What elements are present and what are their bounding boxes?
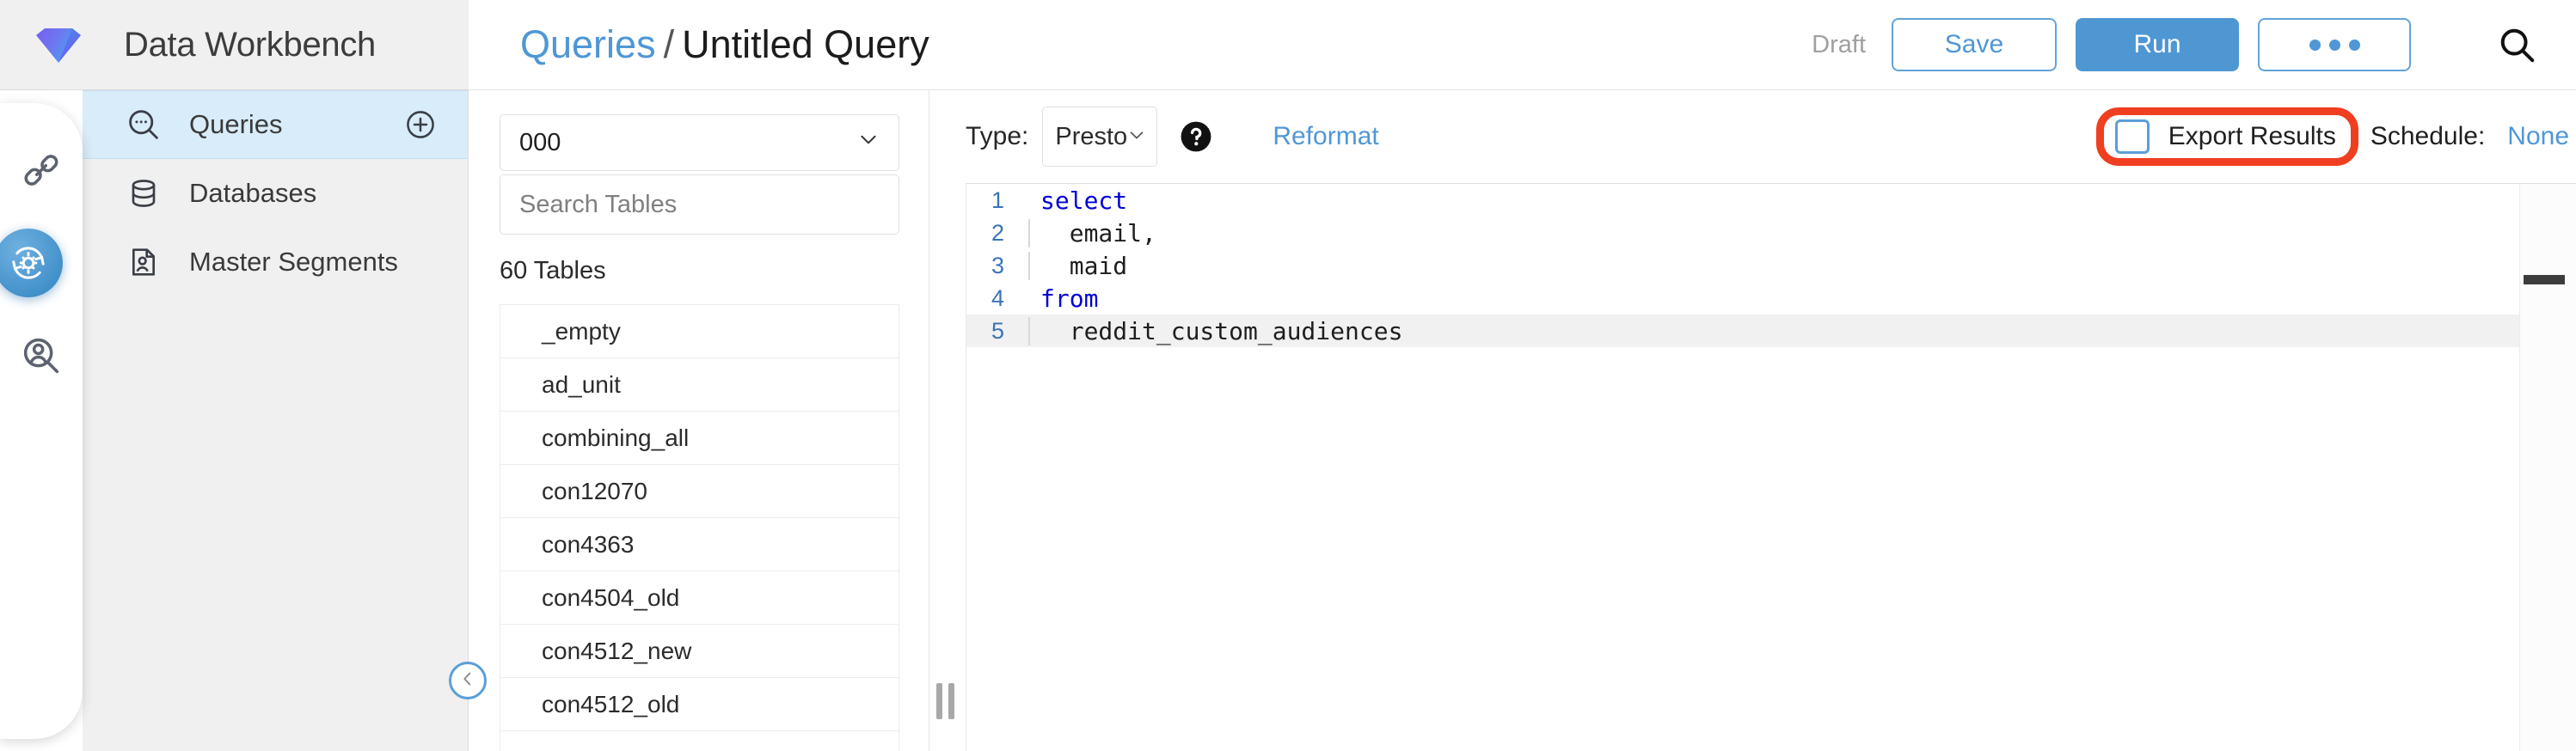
list-item[interactable]: _empty xyxy=(500,304,899,357)
minimap-marker xyxy=(2524,275,2565,284)
run-button[interactable]: Run xyxy=(2076,18,2239,71)
query-type-select[interactable]: Presto xyxy=(1042,107,1158,167)
line-number: 3 xyxy=(991,252,1004,278)
line-text: email, xyxy=(1028,218,1156,247)
list-item[interactable]: con12070 xyxy=(500,464,899,517)
help-circle-icon[interactable] xyxy=(1180,120,1212,153)
code-line: 4 from xyxy=(966,282,2519,314)
sidebar-item-databases[interactable]: Databases xyxy=(83,159,468,228)
sidebar-item-label: Queries xyxy=(189,109,283,139)
search-tables-input[interactable] xyxy=(500,174,899,235)
page-title: Untitled Query xyxy=(682,22,929,66)
query-type-value: Presto xyxy=(1055,122,1128,150)
breadcrumb: Queries / Untitled Query xyxy=(520,22,929,67)
chevron-down-icon xyxy=(857,128,880,157)
link-chain-icon[interactable] xyxy=(17,146,65,194)
line-number: 2 xyxy=(991,219,1004,246)
breadcrumb-separator: / xyxy=(663,22,675,66)
list-item[interactable]: con4504_old xyxy=(500,571,899,624)
app-title: Data Workbench xyxy=(124,25,376,64)
gem-diamond-logo-icon xyxy=(34,25,83,64)
list-item[interactable]: con4512_old xyxy=(500,677,899,730)
top-bar: Data Workbench Queries / Untitled Query … xyxy=(0,0,2576,90)
gear-sync-icon[interactable] xyxy=(0,229,63,297)
breadcrumb-parent-link[interactable]: Queries xyxy=(520,22,656,66)
plus-circle-icon[interactable] xyxy=(404,108,437,141)
export-results-group: Export Results xyxy=(2095,107,2358,166)
reformat-link[interactable]: Reformat xyxy=(1273,122,1379,150)
person-document-icon xyxy=(124,245,163,279)
search-icon[interactable] xyxy=(2497,25,2536,64)
query-type-label: Type: xyxy=(966,122,1029,150)
left-rail xyxy=(0,103,83,739)
editor-toolbar: Type: Presto Reformat xyxy=(950,90,2576,183)
list-item[interactable] xyxy=(500,730,899,751)
sidebar-item-master-segments[interactable]: Master Segments xyxy=(83,228,468,296)
tables-count-label: 60 Tables xyxy=(500,257,606,284)
schedule-label: Schedule: xyxy=(2370,122,2486,150)
export-results-checkbox[interactable] xyxy=(2114,119,2150,154)
sidebar-item-label: Master Segments xyxy=(189,246,398,277)
sidebar-item-label: Databases xyxy=(189,177,317,208)
line-number: 1 xyxy=(991,186,1004,213)
chevron-left-icon xyxy=(458,669,477,693)
line-text: maid xyxy=(1028,251,1127,280)
code-line: 5 reddit_custom_audiences xyxy=(966,314,2519,347)
list-item[interactable]: con4512_new xyxy=(500,624,899,677)
person-search-icon[interactable] xyxy=(17,332,65,380)
list-item[interactable]: con4363 xyxy=(500,517,899,571)
save-button[interactable]: Save xyxy=(1892,18,2057,71)
code-line: 2 email, xyxy=(966,217,2519,249)
line-text: from xyxy=(1040,284,1099,313)
database-select-value: 000 xyxy=(519,128,561,156)
code-line: 3 maid xyxy=(966,249,2519,282)
list-item[interactable]: ad_unit xyxy=(500,357,899,411)
line-number: 4 xyxy=(991,284,1004,311)
line-number: 5 xyxy=(991,317,1004,344)
query-search-icon xyxy=(124,107,163,143)
sidebar-item-queries[interactable]: Queries xyxy=(83,90,468,159)
draft-status-label: Draft xyxy=(1812,30,1866,58)
sidebar-nav-panel: Queries Databases xyxy=(83,90,469,751)
editor-minimap-scrollbar[interactable] xyxy=(2519,184,2576,751)
ellipsis-icon xyxy=(2309,39,2360,51)
database-icon xyxy=(124,176,163,211)
vertical-drag-handle-icon[interactable] xyxy=(936,683,959,719)
schedule-value-link[interactable]: None xyxy=(2507,122,2569,150)
list-item[interactable]: combining_all xyxy=(500,411,899,464)
export-results-label: Export Results xyxy=(2168,122,2336,150)
tables-list: _empty ad_unit combining_all con12070 co… xyxy=(500,304,899,751)
query-editor-area: Type: Presto Reformat xyxy=(950,90,2576,751)
code-line: 1 select xyxy=(966,184,2519,217)
header-actions: Draft Save Run xyxy=(1812,18,2536,71)
sql-code-editor[interactable]: 1 select 2 email, 3 maid 4 from 5 xyxy=(966,183,2576,751)
code-lines[interactable]: 1 select 2 email, 3 maid 4 from 5 xyxy=(966,184,2519,751)
tables-panel: 000 60 Tables _empty ad_unit combining_a… xyxy=(469,90,929,751)
brand-area: Data Workbench xyxy=(0,0,469,90)
sidebar-collapse-button[interactable] xyxy=(449,662,487,699)
line-text: select xyxy=(1040,186,1128,215)
header-bar: Queries / Untitled Query Draft Save Run xyxy=(469,0,2576,90)
line-text: reddit_custom_audiences xyxy=(1028,316,1402,345)
chevron-down-icon xyxy=(1127,123,1146,151)
database-select[interactable]: 000 xyxy=(500,114,899,171)
more-options-button[interactable] xyxy=(2258,18,2411,71)
